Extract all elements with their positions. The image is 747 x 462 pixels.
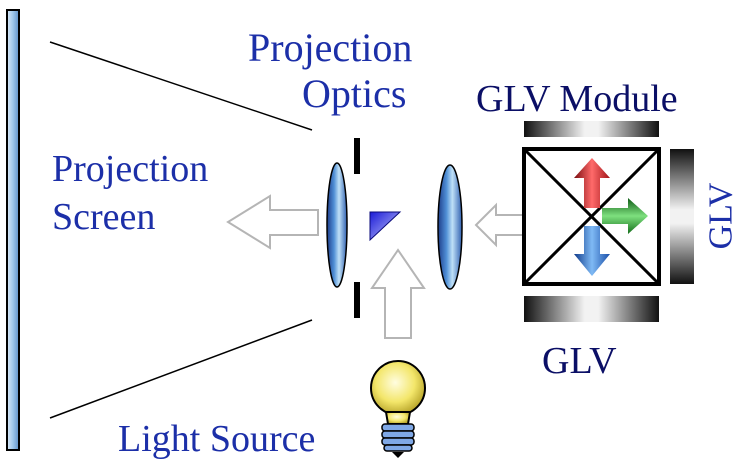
light-source-label: Light Source [118,418,316,460]
aperture-stop [354,138,360,318]
projection-screen-label-line2: Screen [52,196,156,238]
projection-lens-left [326,162,348,288]
light-arrow-up [370,248,426,339]
output-arrow [226,194,319,250]
blue-arrow-down [574,226,610,276]
projection-optics-label-line1: Projection [248,25,413,70]
light-bulb-icon [370,360,426,458]
red-arrow-up [574,158,610,208]
projection-lens-right [437,164,463,290]
projection-optics-label-line2: Optics [302,71,407,116]
projection-cone-lines [49,41,313,419]
projection-screen [6,9,20,451]
projection-screen-label-line1: Projection [52,148,209,190]
prism [369,211,402,242]
glv-bottom-label: GLV [542,340,617,382]
glv-chip-right [670,149,694,284]
glv-right-label: GLV [701,182,739,250]
glv-chip-top [524,121,659,137]
glv-module-label: GLV Module [476,78,678,120]
glv-chip-bottom [524,296,659,322]
green-arrow-right [602,198,648,234]
